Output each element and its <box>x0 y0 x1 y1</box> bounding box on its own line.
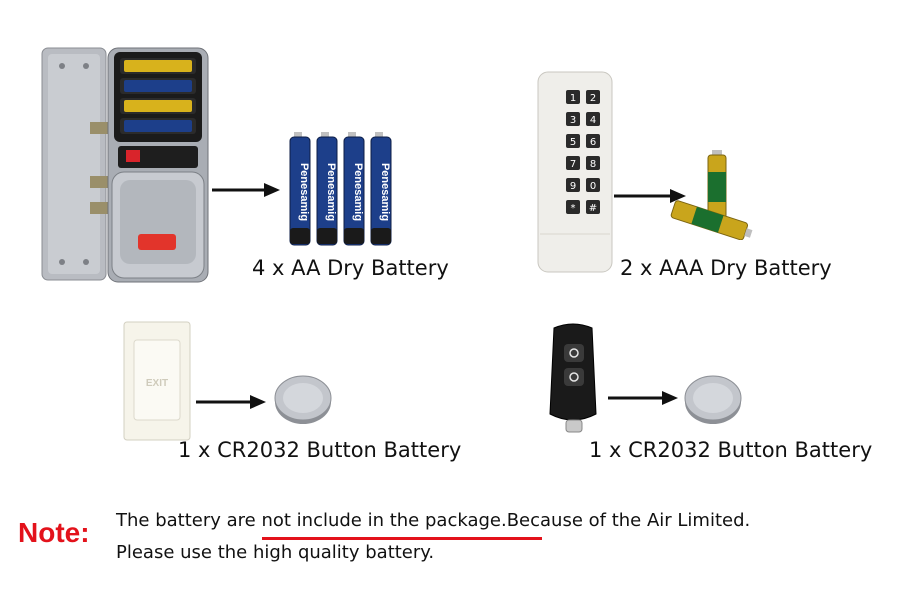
aa-battery-caption: 4 x AA Dry Battery <box>252 256 449 280</box>
aaa-battery-caption: 2 x AAA Dry Battery <box>620 256 832 280</box>
svg-text:4: 4 <box>590 115 596 126</box>
svg-text:Penesamig: Penesamig <box>325 163 337 221</box>
lock-body-image <box>41 47 209 283</box>
svg-text:Penesamig: Penesamig <box>298 163 310 221</box>
svg-text:1: 1 <box>570 93 576 104</box>
arrow-right-icon <box>212 183 280 197</box>
svg-text:6: 6 <box>590 137 596 148</box>
exit-button-battery-caption: 1 x CR2032 Button Battery <box>178 438 462 462</box>
note-label: Note: <box>18 517 90 548</box>
svg-text:8: 8 <box>590 159 596 170</box>
note-line-1-end: .Because of the Air Limited. <box>500 510 751 531</box>
remote-battery-caption: 1 x CR2032 Button Battery <box>589 438 873 462</box>
arrow-right-icon <box>614 189 686 203</box>
svg-text:5: 5 <box>570 137 576 148</box>
svg-text:7: 7 <box>570 159 576 170</box>
svg-text:EXIT: EXIT <box>146 378 168 389</box>
svg-text:#: # <box>589 203 597 214</box>
coin-cell-battery-image <box>274 375 332 424</box>
coin-cell-battery-image <box>684 375 742 424</box>
exit-button-image: EXIT <box>123 321 191 441</box>
note-line-1-highlight: not include in the package <box>261 510 501 531</box>
svg-text:*: * <box>571 203 576 214</box>
note-line-1: The battery are not include in the packa… <box>116 510 750 531</box>
svg-text:Penesamig: Penesamig <box>352 163 364 221</box>
svg-text:9: 9 <box>570 181 576 192</box>
svg-text:2: 2 <box>590 93 596 104</box>
svg-text:0: 0 <box>590 181 596 192</box>
wireless-keypad-image: 1 2 3 4 5 6 7 8 9 0 * # <box>537 71 613 273</box>
remote-key-fob-image <box>549 323 597 433</box>
aa-batteries-image: Penesamig Penesamig Penesamig Penesamig <box>289 132 392 246</box>
aaa-batteries-image <box>670 150 753 240</box>
svg-text:3: 3 <box>570 115 576 126</box>
svg-text:Penesamig: Penesamig <box>379 163 391 221</box>
arrow-right-icon <box>196 395 266 409</box>
note-line-1-start: The battery are <box>116 510 262 531</box>
note-red-underline <box>262 537 542 540</box>
note-line-2: Please use the high quality battery. <box>116 542 435 563</box>
arrow-right-icon <box>608 391 678 405</box>
